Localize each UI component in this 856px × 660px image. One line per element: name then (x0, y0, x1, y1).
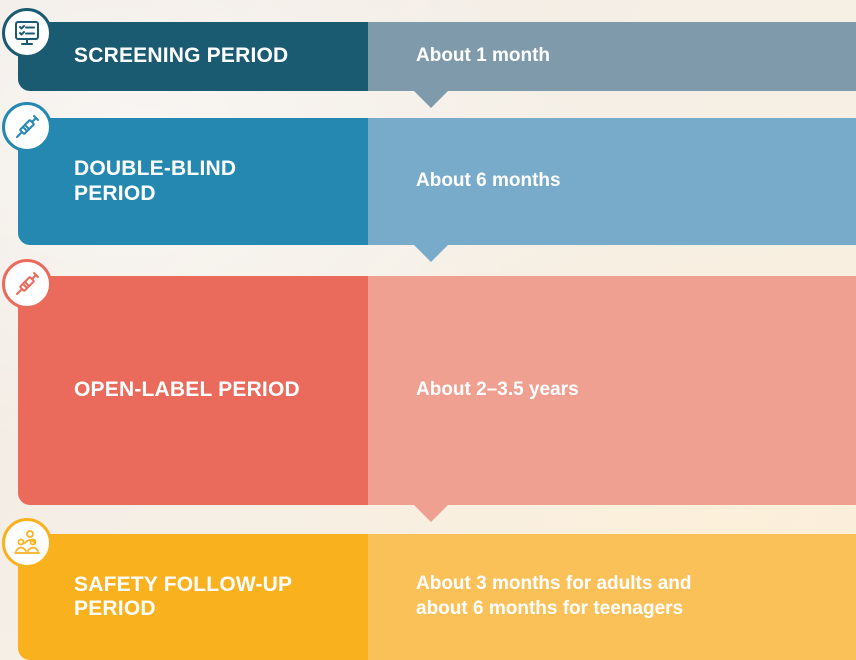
stage-safety-follow-up-duration-panel: About 3 months for adults and about 6 mo… (368, 534, 856, 660)
stage-safety-follow-up: SAFETY FOLLOW-UP PERIOD About 3 months f… (18, 534, 856, 660)
syringe-icon (2, 102, 52, 152)
stage-title: OPEN-LABEL PERIOD (74, 378, 300, 402)
stage-screening: SCREENING PERIOD About 1 month (18, 22, 856, 91)
stage-duration: About 2–3.5 years (416, 379, 579, 401)
syringe-icon (2, 259, 52, 309)
stage-double-blind: DOUBLE-BLIND PERIOD About 6 months (18, 118, 856, 245)
stage-screening-title-panel: SCREENING PERIOD (18, 22, 368, 91)
stage-duration: About 3 months for adults and about 6 mo… (416, 573, 692, 619)
stage-screening-duration-panel: About 1 month (368, 22, 856, 91)
consultation-icon (2, 518, 52, 568)
stage-duration: About 1 month (416, 45, 551, 67)
stage-connector-pointer (414, 245, 448, 262)
stage-open-label-title-panel: OPEN-LABEL PERIOD (18, 276, 368, 505)
stage-title: SCREENING PERIOD (74, 44, 289, 68)
stage-double-blind-duration-panel: About 6 months (368, 118, 856, 245)
checklist-monitor-icon (2, 8, 52, 58)
stage-connector-pointer (414, 91, 448, 108)
stage-double-blind-title-panel: DOUBLE-BLIND PERIOD (18, 118, 368, 245)
stage-open-label: OPEN-LABEL PERIOD About 2–3.5 years (18, 276, 856, 505)
stage-safety-follow-up-title-panel: SAFETY FOLLOW-UP PERIOD (18, 534, 368, 660)
stage-open-label-duration-panel: About 2–3.5 years (368, 276, 856, 505)
stage-title: SAFETY FOLLOW-UP PERIOD (74, 572, 293, 620)
stage-title: DOUBLE-BLIND PERIOD (74, 157, 237, 205)
stage-duration: About 6 months (416, 170, 561, 192)
stage-connector-pointer (414, 505, 448, 522)
